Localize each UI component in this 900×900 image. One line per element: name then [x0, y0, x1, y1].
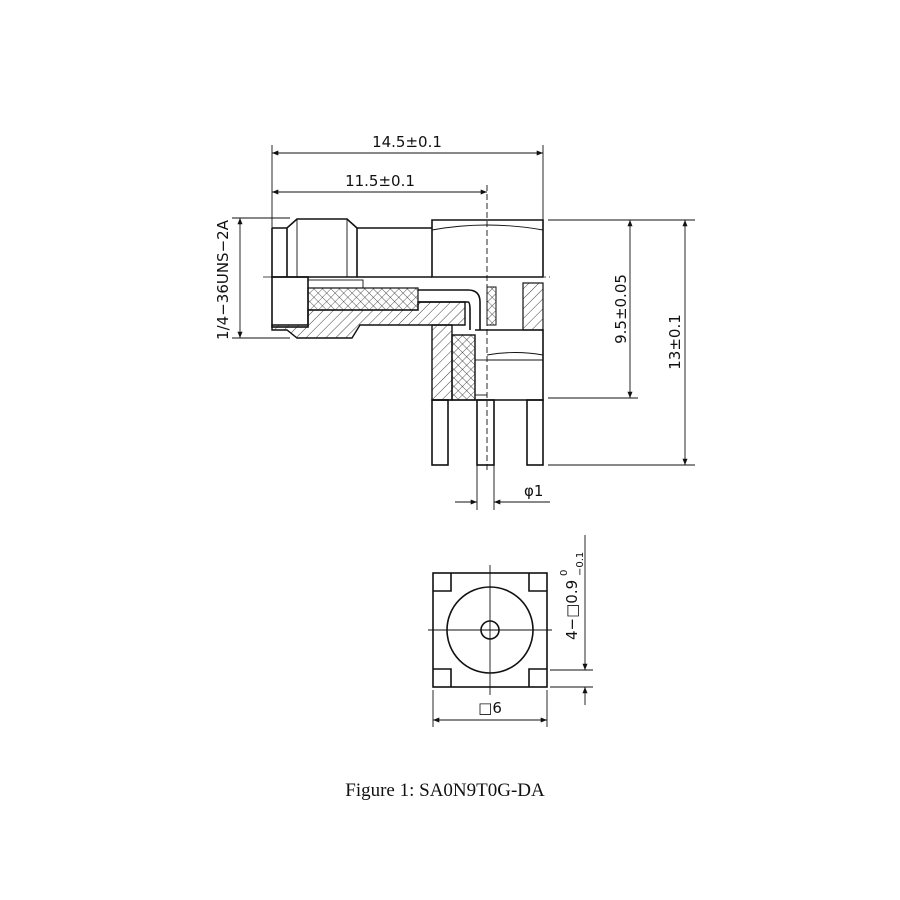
dim-overall-length: 14.5±0.1 — [372, 133, 442, 151]
dim-pad-tol-lower: −0.1 — [575, 552, 586, 576]
body-housing — [431, 219, 544, 278]
dim-body-square: □6 — [478, 699, 502, 717]
dim-pad-size: 4−□0.9 — [563, 580, 581, 640]
dim-pin-diameter: φ1 — [524, 482, 543, 500]
dim-overall-height: 13±0.1 — [666, 314, 684, 370]
coupling-nut — [271, 218, 358, 278]
dielectric-section — [307, 287, 419, 311]
figure-caption: Figure 1: SA0N9T0G-DA — [345, 780, 545, 801]
dim-center-height: 9.5±0.05 — [612, 274, 630, 344]
dim-pad-tol-upper: 0 — [559, 570, 570, 576]
dim-pin-offset: 11.5±0.1 — [345, 172, 415, 190]
side-view: 14.5±0.1 11.5±0.1 1/4−36UNS−2A — [214, 133, 695, 510]
ground-leg-left — [431, 399, 449, 466]
bottom-view: □6 4−□0.9 0 −0.1 — [428, 535, 593, 727]
dim-thread: 1/4−36UNS−2A — [214, 219, 232, 340]
ground-leg-right — [526, 399, 544, 466]
corner-pads — [433, 573, 547, 687]
center-pin — [476, 399, 495, 466]
